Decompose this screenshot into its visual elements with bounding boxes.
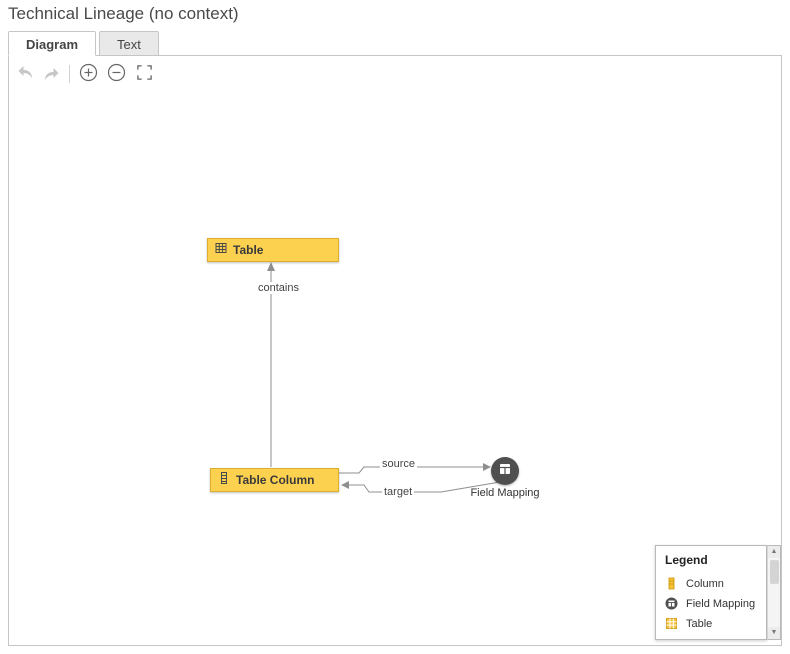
legend-item-table: Table [665,617,766,630]
diagram-canvas[interactable]: Table Table Column Field Mapping contain… [8,55,782,646]
legend-title: Legend [665,553,708,567]
legend-item-field-mapping: Field Mapping [665,597,766,610]
tab-text[interactable]: Text [99,31,159,56]
scroll-up-icon[interactable]: ▲ [768,546,780,558]
legend-item-label: Column [686,577,724,590]
edge-label-contains: contains [256,282,301,294]
node-label: Table [233,243,264,257]
column-icon [218,471,230,489]
node-table-column[interactable]: Table Column [210,468,339,492]
column-icon [665,577,678,590]
page-title: Technical Lineage (no context) [8,4,239,23]
tab-bar: Diagram Text [8,31,162,56]
node-label: Table Column [236,473,315,487]
node-field-mapping[interactable] [491,457,519,485]
zoom-out-button[interactable] [106,63,126,85]
source-arrowhead [483,463,491,471]
diagram-toolbar [15,63,154,85]
edge-label-target: target [382,486,415,498]
legend: Legend Column Field Mapping Table [655,545,767,640]
node-table[interactable]: Table [207,238,339,262]
legend-item-label: Field Mapping [686,597,756,610]
target-arrowhead [341,481,349,489]
fit-to-screen-icon [136,64,153,84]
zoom-out-icon [107,63,126,85]
node-field-mapping-label: Field Mapping [470,487,540,499]
edge-label-source: source [380,458,418,470]
legend-scrollbar[interactable]: ▲ ▼ [767,545,781,640]
toolbar-separator [69,65,70,83]
legend-item-column: Column [665,577,766,590]
zoom-in-icon [79,63,98,85]
undo-arrow-icon [17,65,34,83]
field-mapping-icon [665,597,678,610]
scrollbar-thumb[interactable] [770,560,779,584]
fit-to-screen-button[interactable] [134,64,154,84]
redo-button[interactable] [41,64,61,84]
table-icon [665,617,678,630]
field-mapping-icon [498,462,512,481]
zoom-in-button[interactable] [78,63,98,85]
undo-button[interactable] [15,64,35,84]
contains-arrowhead [267,262,275,271]
scroll-down-icon[interactable]: ▼ [768,627,780,639]
tab-diagram[interactable]: Diagram [8,31,97,56]
legend-item-label: Table [686,617,713,630]
redo-arrow-icon [43,67,60,82]
table-icon [215,241,227,259]
